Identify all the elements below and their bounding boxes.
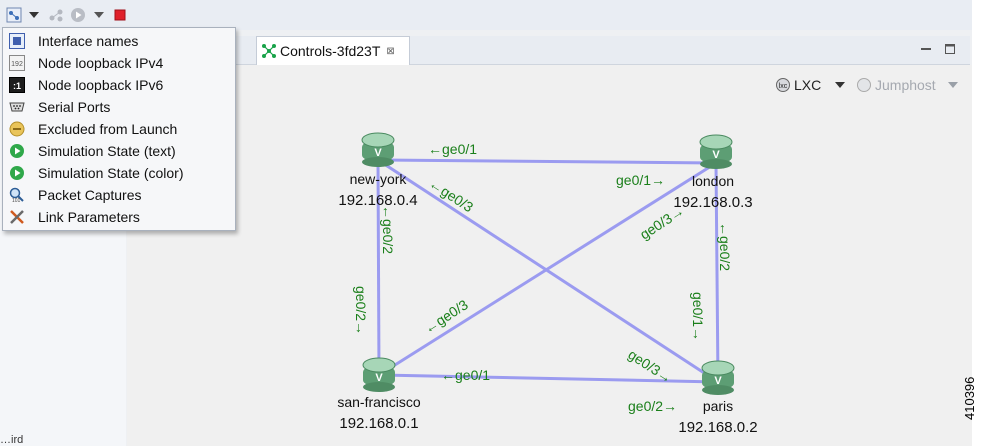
menu-item-label: Simulation State (color) — [38, 165, 184, 181]
excluded-icon — [9, 121, 25, 137]
menu-item-packet-captures[interactable]: 101 Packet Captures — [3, 184, 235, 206]
lxc-icon: lxc — [776, 78, 790, 92]
router-node-london[interactable]: V — [699, 134, 733, 169]
iface-label: ge0/2→ — [628, 398, 677, 414]
menu-item-node-loopback-ipv4[interactable]: 192 Node loopback IPv4 — [3, 52, 235, 74]
close-icon[interactable]: ⊠ — [386, 45, 395, 57]
router-node-san-francisco[interactable]: V — [362, 357, 396, 392]
topology-icon — [262, 44, 276, 58]
menu-item-label: Node loopback IPv6 — [38, 77, 164, 93]
menu-item-node-loopback-ipv6[interactable]: :1 Node loopback IPv6 — [3, 74, 235, 96]
serial-port-icon — [9, 102, 25, 112]
run-icon[interactable] — [69, 6, 87, 24]
svg-text:lxc: lxc — [779, 83, 788, 90]
figure-number: 410396 — [962, 376, 977, 420]
editor-tab-bar: Controls-3fd23T ⊠ — [126, 36, 970, 65]
iface-label: ←ge0/2 — [717, 222, 733, 271]
iface-label: ge0/1→ — [690, 292, 706, 341]
annotation-dropdown-menu: Interface names 192 Node loopback IPv4 :… — [2, 27, 236, 231]
node-ip: 192.168.0.2 — [678, 419, 757, 436]
link-parameters-icon — [10, 210, 24, 224]
link-sanfrancisco-paris[interactable] — [378, 373, 719, 384]
jumphost-selector[interactable]: Jumphost — [856, 77, 958, 93]
menu-item-label: Simulation State (text) — [38, 143, 176, 159]
link-newyork-paris[interactable] — [377, 158, 719, 384]
svg-text:V: V — [712, 149, 720, 161]
maximize-icon[interactable] — [944, 43, 956, 55]
node-name: san-francisco — [337, 394, 420, 410]
jumphost-label: Jumphost — [875, 77, 936, 93]
svg-text:192: 192 — [11, 61, 23, 68]
right-margin — [972, 0, 988, 446]
dropdown-arrow-icon[interactable] — [28, 6, 40, 24]
node-ip: 192.168.0.1 — [339, 415, 418, 432]
iface-label: ←ge0/1 — [441, 367, 490, 383]
node-name: paris — [703, 398, 733, 414]
run-dropdown-arrow-icon[interactable] — [93, 6, 105, 24]
menu-item-label: Serial Ports — [38, 99, 111, 115]
menu-item-label: Interface names — [38, 33, 139, 49]
menu-item-label: Link Parameters — [38, 209, 140, 225]
chevron-down-icon[interactable] — [835, 81, 846, 89]
share-icon[interactable] — [47, 6, 65, 24]
iface-label: ←ge0/3 — [421, 296, 471, 336]
topology-view-icon[interactable] — [5, 6, 23, 24]
chevron-down-icon[interactable] — [947, 81, 958, 89]
menu-item-link-parameters[interactable]: Link Parameters — [3, 206, 235, 228]
topology-canvas[interactable]: ←ge0/1 ge0/1→ ←ge0/3 ge0/3→ ←ge0/2 ge0/2… — [127, 65, 972, 446]
jumphost-icon — [857, 78, 871, 92]
menu-item-simulation-state-text[interactable]: Simulation State (text) — [3, 140, 235, 162]
menu-item-label: Excluded from Launch — [38, 121, 178, 137]
node-ip: 192.168.0.4 — [338, 192, 417, 209]
ipv6-icon: :1 — [9, 77, 25, 93]
menu-item-label: Node loopback IPv4 — [38, 55, 164, 71]
router-node-new-york[interactable]: V — [361, 132, 395, 167]
svg-text:V: V — [714, 375, 722, 387]
play-icon — [10, 144, 24, 158]
svg-text:V: V — [375, 372, 383, 384]
svg-text:V: V — [374, 147, 382, 159]
link-newyork-london[interactable] — [377, 158, 717, 165]
menu-item-simulation-state-color[interactable]: Simulation State (color) — [3, 162, 235, 184]
node-name: london — [692, 173, 734, 189]
svg-text::1: :1 — [13, 81, 21, 91]
iface-label: ←ge0/1 — [428, 141, 477, 157]
router-node-paris[interactable]: V — [701, 360, 735, 395]
ipv4-icon: 192 — [9, 55, 25, 71]
menu-item-interface-names[interactable]: Interface names — [3, 30, 235, 52]
interface-names-icon — [9, 33, 25, 49]
packet-capture-icon: 101 — [9, 187, 24, 203]
iface-label: ge0/2→ — [353, 286, 369, 335]
iface-label: ge0/1→ — [616, 172, 665, 188]
svg-text:101: 101 — [12, 198, 21, 203]
tab-label: Controls-3fd23T — [280, 43, 381, 59]
stop-icon[interactable] — [113, 6, 127, 24]
link-london-sanfrancisco[interactable] — [378, 161, 717, 377]
node-ip: 192.168.0.3 — [673, 194, 752, 211]
tab-controls[interactable]: Controls-3fd23T ⊠ — [256, 36, 410, 65]
link-london-paris[interactable] — [714, 162, 720, 383]
menu-item-label: Packet Captures — [38, 187, 142, 203]
left-pane-text-fragment: …ird — [0, 434, 24, 446]
menu-item-excluded-from-launch[interactable]: Excluded from Launch — [3, 118, 235, 140]
play-icon — [10, 166, 24, 180]
lxc-label: LXC — [794, 77, 822, 93]
link-newyork-sanfrancisco[interactable] — [376, 159, 381, 376]
node-name: new-york — [350, 171, 408, 187]
lxc-selector[interactable]: lxc LXC — [775, 77, 846, 93]
iface-label: ←ge0/2 — [380, 205, 396, 254]
menu-item-serial-ports[interactable]: Serial Ports — [3, 96, 235, 118]
minimize-icon[interactable] — [920, 43, 932, 55]
